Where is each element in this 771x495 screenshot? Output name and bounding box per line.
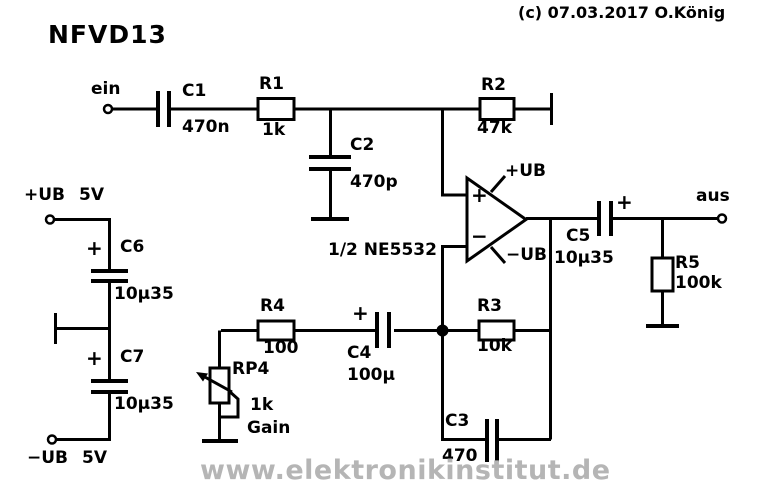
cap-c3-plates (485, 419, 499, 462)
terminal-vminus (46, 434, 58, 445)
c5-ref-label: C5 (566, 226, 591, 246)
cap-c6-plates (91, 269, 128, 283)
resistor-r2-body (478, 97, 516, 121)
r5-value-label: 100k (675, 273, 722, 293)
vplus-rail-value: 5V (79, 185, 104, 205)
copyright-text: (c) 07.03.2017 O.König (518, 3, 726, 22)
vminus-rail-value: 5V (82, 448, 107, 468)
vplus-rail-label: +UB (24, 185, 66, 205)
wire-r4-to-rp4 (218, 329, 258, 368)
rp4-wiper-return (221, 389, 240, 419)
r3-value-label: 10k (477, 336, 512, 356)
c1-value-label: 470n (182, 117, 230, 137)
c6-value-label: 10µ35 (114, 284, 174, 304)
rp4-ref-label: RP4 (232, 359, 270, 379)
vminus-rail-label: −UB (27, 448, 69, 468)
opamp-inverting-mark: − (471, 224, 488, 248)
wire-r2-to-terminal (514, 93, 553, 125)
r2-ref-label: R2 (481, 75, 506, 95)
junction-dot (436, 324, 449, 337)
terminal-vplus (44, 214, 56, 225)
resistor-r1-body (256, 97, 296, 121)
opamp-vplus-pin (489, 175, 507, 193)
c6-polarity-mark: + (86, 236, 103, 260)
c3-ref-label: C3 (445, 411, 470, 431)
c4-value-label: 100µ (347, 365, 395, 385)
wire-output-net (499, 217, 718, 441)
cap-c4-plates (375, 312, 391, 348)
opamp-vplus-label: +UB (505, 161, 547, 181)
c6-ref-label: C6 (120, 237, 145, 257)
terminal-ein (102, 103, 114, 115)
wire-supply-centertap (54, 313, 110, 344)
r1-value-label: 1k (262, 120, 286, 140)
cap-c2-plates (309, 155, 351, 171)
c7-ref-label: C7 (120, 347, 145, 367)
c5-polarity-mark: + (616, 190, 633, 214)
resistor-r5-body (650, 256, 675, 293)
page-title: NFVD13 (48, 20, 167, 49)
rp4-function-label: Gain (247, 418, 291, 438)
r5-ref-label: R5 (675, 253, 700, 273)
c4-ref-label: C4 (347, 343, 372, 363)
cap-c5-plates (597, 201, 613, 236)
c7-value-label: 10µ35 (114, 394, 174, 414)
c2-ref-label: C2 (350, 135, 375, 155)
c2-value-label: 470p (350, 172, 398, 192)
cap-c7-plates (91, 379, 128, 394)
rp4-wiper-line (203, 375, 233, 394)
output-terminal-label: aus (696, 186, 730, 206)
resistor-r3-body (477, 319, 516, 342)
c5-value-label: 10µ35 (554, 248, 614, 268)
r2-value-label: 47k (477, 118, 512, 138)
wire-supply-rail (55, 218, 111, 441)
wire-inverting-node (394, 245, 486, 441)
wire-main-node (294, 107, 480, 197)
rp4-wiper-arrowhead (196, 372, 208, 382)
rp4-value-label: 1k (250, 395, 274, 415)
opamp-triangle (465, 175, 529, 264)
r3-ref-label: R3 (477, 296, 502, 316)
r1-ref-label: R1 (259, 74, 284, 94)
watermark-text: www.elektronikinstitut.de (200, 455, 611, 486)
r4-value-label: 100 (263, 338, 299, 358)
c4-polarity-mark: + (352, 301, 369, 325)
c3-value-label: 470 (442, 446, 478, 466)
c1-ref-label: C1 (182, 81, 207, 101)
opamp-noninverting-mark: + (471, 183, 488, 207)
cap-c1-plates (156, 91, 171, 127)
opamp-vminus-label: −UB (506, 245, 548, 265)
opamp-vminus-pin (489, 246, 507, 264)
r4-ref-label: R4 (260, 296, 285, 316)
input-terminal-label: ein (91, 79, 121, 99)
c7-polarity-mark: + (86, 346, 103, 370)
opamp-name-label: 1/2 NE5532 (328, 240, 437, 260)
terminal-aus (716, 213, 728, 224)
